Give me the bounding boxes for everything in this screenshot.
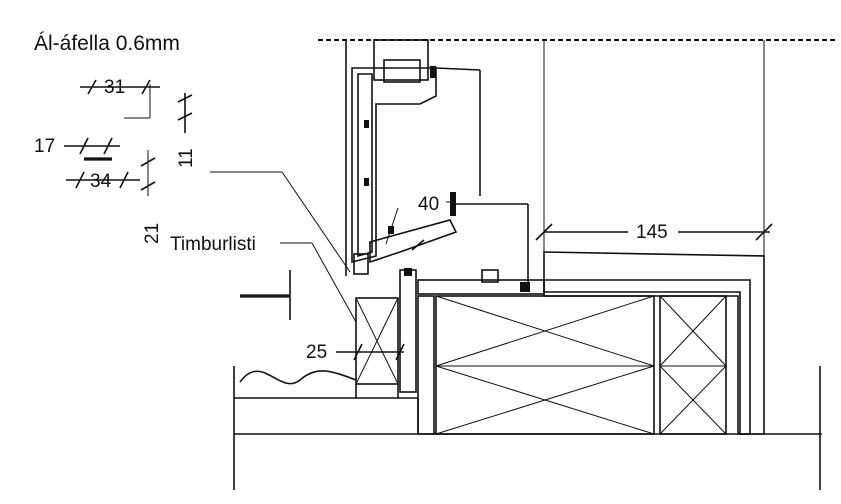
- window-frame: [345, 39, 529, 393]
- ground-lines: [233, 366, 822, 490]
- dim-11: 11: [176, 148, 197, 168]
- cladding-title: Ál-áfella 0.6mm: [34, 32, 180, 55]
- dim-21: 21: [142, 223, 163, 244]
- dim-25: 25: [306, 342, 327, 363]
- dim-31: 31: [104, 77, 125, 98]
- dim-40: 40: [418, 194, 439, 215]
- timburlisti-label: Timburlisti: [170, 234, 256, 255]
- timber-members: [355, 295, 727, 435]
- dim-145: 145: [636, 222, 668, 243]
- dim-34: 34: [90, 171, 112, 192]
- profile-dimensions: 31 11 17 34 21: [34, 77, 197, 244]
- sill-section: [417, 251, 765, 435]
- dimension-145: [535, 40, 773, 274]
- dim-17: 17: [34, 136, 55, 157]
- section-marker: [240, 270, 291, 320]
